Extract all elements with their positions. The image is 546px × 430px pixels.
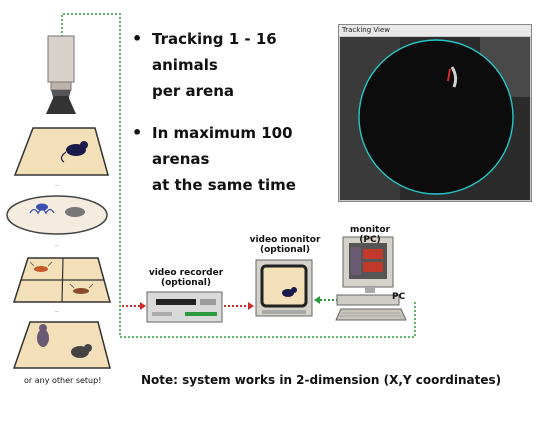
feature-line: per arena bbox=[152, 82, 235, 100]
label-line: video monitor bbox=[249, 235, 321, 245]
other-setup-label: or any other setup! bbox=[24, 376, 102, 385]
feature-line: Tracking 1 - 16 animals bbox=[152, 30, 277, 74]
tracking-arena-circle bbox=[358, 39, 514, 195]
arena-quadrant-icon bbox=[12, 257, 111, 303]
feature-list: • Tracking 1 - 16 animals per arena • In… bbox=[132, 26, 337, 214]
feature-item: • Tracking 1 - 16 animals per arena bbox=[132, 26, 337, 104]
tracked-animal bbox=[450, 66, 458, 88]
feature-line: In maximum 100 arenas bbox=[152, 124, 293, 168]
note-text: Note: system works in 2-dimension (X,Y c… bbox=[141, 373, 502, 387]
track-path bbox=[447, 68, 451, 82]
tracking-view-window: Tracking View bbox=[338, 24, 532, 202]
separator: .. bbox=[55, 181, 59, 188]
label-line: (optional) bbox=[161, 278, 211, 288]
video-recorder-icon bbox=[146, 291, 223, 323]
tracking-view-image bbox=[340, 37, 530, 200]
bullet-icon: • bbox=[132, 123, 143, 142]
monitor-pc-label: monitor (PC) bbox=[350, 225, 390, 245]
tracking-view-title: Tracking View bbox=[339, 25, 531, 36]
bullet-icon: • bbox=[132, 29, 143, 48]
video-recorder-label: video recorder (optional) bbox=[146, 268, 226, 288]
label-line: (optional) bbox=[260, 245, 310, 255]
feature-item: • In maximum 100 arenas at the same time bbox=[132, 120, 337, 198]
pc-label: PC bbox=[392, 292, 406, 302]
label-line: video recorder bbox=[148, 268, 224, 278]
arena-multi-animal-icon bbox=[12, 321, 111, 369]
arena-water-maze-icon bbox=[6, 195, 108, 235]
signal-line-green bbox=[61, 13, 416, 338]
video-monitor-icon bbox=[255, 259, 313, 317]
feature-line: at the same time bbox=[152, 176, 296, 194]
camera-icon bbox=[46, 35, 76, 114]
pc-computer-icon bbox=[335, 294, 407, 321]
video-monitor-label: video monitor (optional) bbox=[248, 235, 322, 255]
pc-monitor-icon bbox=[342, 236, 394, 293]
separator: .. bbox=[55, 307, 59, 314]
arena-open-field-icon bbox=[13, 127, 109, 176]
separator: .. bbox=[55, 241, 59, 248]
